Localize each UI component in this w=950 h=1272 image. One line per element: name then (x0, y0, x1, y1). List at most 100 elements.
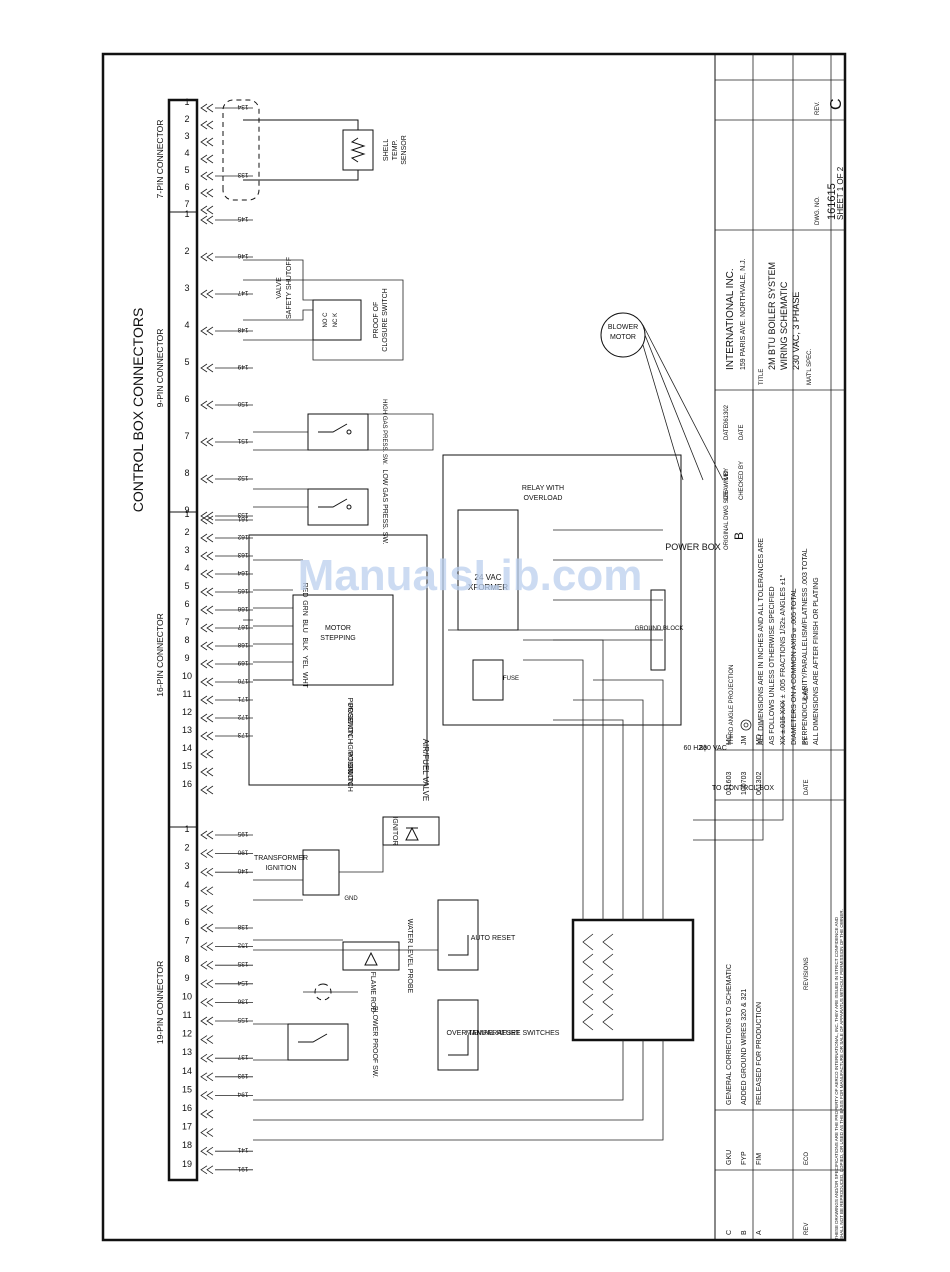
wire-label: 133 (237, 171, 248, 178)
svg-text:BLOWER PROOF SW.: BLOWER PROOF SW. (371, 1006, 378, 1078)
wire-label: 141 (237, 1146, 248, 1153)
pin-number: 11 (182, 1010, 191, 1020)
svg-text:DATE: DATE (724, 424, 730, 440)
shell-sensor-shield (222, 99, 260, 201)
pin-number: 8 (184, 635, 189, 645)
desc-cell: RELEASED FOR PRODUCTION (756, 1002, 763, 1105)
note-line: DIAMETERS ON A COMMON AXIS ⌀ .005 TOTAL (791, 588, 798, 745)
svg-text:2M BTU BOILER SYSTEM: 2M BTU BOILER SYSTEM (767, 262, 777, 370)
wire-label: 170 (237, 677, 248, 684)
date-cell: 061302 (756, 772, 763, 795)
pin-number: 15 (182, 1084, 192, 1094)
svg-text:POWER BOX: POWER BOX (665, 542, 721, 552)
pin-number: 2 (184, 246, 189, 256)
motor-wire-color: BLK (301, 637, 308, 651)
svg-text:24 VAC: 24 VAC (475, 573, 502, 582)
pin-number: 1 (184, 824, 189, 834)
motor-wire-color: YEL (301, 655, 308, 668)
pin-number: 4 (184, 880, 189, 890)
wire-label: 151 (237, 437, 248, 444)
main-title: CONTROL BOX CONNECTORS (130, 308, 146, 513)
title-block: INTERNATIONAL INC. 159 PARIS AVE. NORTHV… (714, 54, 845, 1240)
pin-number: 8 (184, 468, 189, 478)
pin-number: 1 (184, 509, 189, 519)
pin-number: 1 (184, 209, 189, 219)
svg-text:POSITION: POSITION (346, 751, 353, 784)
pin-number: 3 (184, 861, 189, 871)
wire-label: 171 (237, 695, 248, 702)
eco-cell: GKU (726, 1150, 733, 1165)
svg-text:BLOWER: BLOWER (608, 324, 638, 331)
eco-cell: FYP (741, 1151, 748, 1165)
svg-text:MOTOR: MOTOR (325, 625, 351, 632)
wire-label: 194 (237, 1090, 248, 1097)
wire-label: 162 (237, 533, 248, 540)
by-cell: MC (726, 734, 733, 745)
pin-number: 11 (182, 689, 191, 699)
wire-label: 173 (237, 731, 248, 738)
svg-text:SHELL: SHELL (383, 139, 390, 161)
wire-label: 165 (237, 587, 248, 594)
svg-text:VALVE: VALVE (276, 277, 283, 299)
dwg-number: 161615 (826, 183, 838, 220)
high-gas-press-switch: HIGH GAS PRESS. SW. (253, 399, 434, 465)
note-line: AS FOLLOWS UNLESS OTHERWISE SPECIFIED (769, 586, 776, 745)
proof-of-closure-switch: NO C NC K PROOF OF CLOSURE SWITCH SAFETY… (243, 257, 404, 361)
sheet-number: SHEET 1 OF 2 (836, 166, 845, 220)
ignitor: IGNITOR (382, 816, 440, 846)
power-supply-labels: 60 HZ 3ϕ 230 VAC TO CONTROL BOX (683, 745, 774, 792)
eco-cell: FIM (756, 1153, 763, 1165)
note-line: ALL DIMENSIONS ARE AFTER FINISH OR PLATI… (813, 577, 820, 745)
rev-cell: B (741, 1230, 748, 1235)
pin-number: 12 (182, 1029, 192, 1039)
stepping-motor (292, 594, 394, 686)
wire-label: 135 (237, 960, 248, 967)
svg-text:CLOSURE SWITCH: CLOSURE SWITCH (382, 288, 389, 351)
svg-text:NO C: NO C (323, 312, 329, 328)
svg-text:IGNITION: IGNITION (265, 865, 296, 872)
pin-number: 13 (182, 1047, 192, 1057)
svg-text:GROUND BLOCK: GROUND BLOCK (635, 626, 684, 632)
svg-text:TRANSFORMER: TRANSFORMER (254, 855, 308, 862)
over-temperature-switches: MANUAL RESET OVER TEMPERATURE SWITCHES A… (437, 899, 560, 1071)
wire-label: 146 (237, 252, 248, 259)
blower-proof-switch: BLOWER PROOF SW. (287, 1006, 378, 1078)
drawing-border (101, 52, 847, 1242)
pin-number: 7 (184, 431, 189, 441)
flame-rod: FLAME ROD (303, 972, 376, 1013)
wire-label: 136 (237, 997, 248, 1004)
svg-text:60 HZ: 60 HZ (683, 745, 703, 752)
motor-wire-color: RED (301, 583, 308, 598)
pin-number: 3 (184, 545, 189, 555)
svg-text:THIRD ANGLE PROJECTION: THIRD ANGLE PROJECTION (729, 665, 735, 745)
svg-text:FLAME ROD: FLAME ROD (369, 972, 376, 1013)
wire-label: 166 (237, 605, 248, 612)
svg-text:MANUAL RESET: MANUAL RESET (466, 1030, 521, 1037)
svg-text:MAT'L SPEC.: MAT'L SPEC. (807, 349, 813, 385)
pin-number: 12 (182, 707, 192, 717)
svg-text:HIGH GAS PRESS. SW.: HIGH GAS PRESS. SW. (381, 399, 387, 465)
svg-text:MOTOR: MOTOR (610, 334, 636, 341)
connector-name: 19-PIN CONNECTOR (155, 961, 165, 1044)
pin-number: 3 (184, 283, 189, 293)
pin-number: 14 (182, 743, 192, 753)
pin-number: 5 (184, 898, 189, 908)
date-cell: 031603 (726, 772, 733, 795)
pin-number: 5 (184, 581, 189, 591)
pin-number: 10 (182, 991, 192, 1001)
wire-label: 172 (237, 713, 248, 720)
company-name: INTERNATIONAL INC. (725, 268, 736, 370)
ignition-transformer: IGNITION TRANSFORMER GND (254, 845, 384, 902)
svg-text:SWITCH: SWITCH (346, 764, 353, 792)
svg-text:OVERLOAD: OVERLOAD (524, 495, 563, 502)
rev-header: REV (804, 1223, 810, 1235)
svg-text:LOW GAS PRESS. SW.: LOW GAS PRESS. SW. (381, 469, 388, 544)
rev-cell: A (756, 1230, 763, 1235)
svg-text:RELAY WITH: RELAY WITH (522, 485, 564, 492)
svg-text:061302: 061302 (724, 404, 730, 425)
svg-text:WIRING SCHEMATIC: WIRING SCHEMATIC (779, 281, 789, 370)
wire-label: 191 (237, 1165, 248, 1172)
pin-number: 15 (182, 761, 192, 771)
svg-text:WATER LEVEL PROBE: WATER LEVEL PROBE (406, 919, 413, 994)
